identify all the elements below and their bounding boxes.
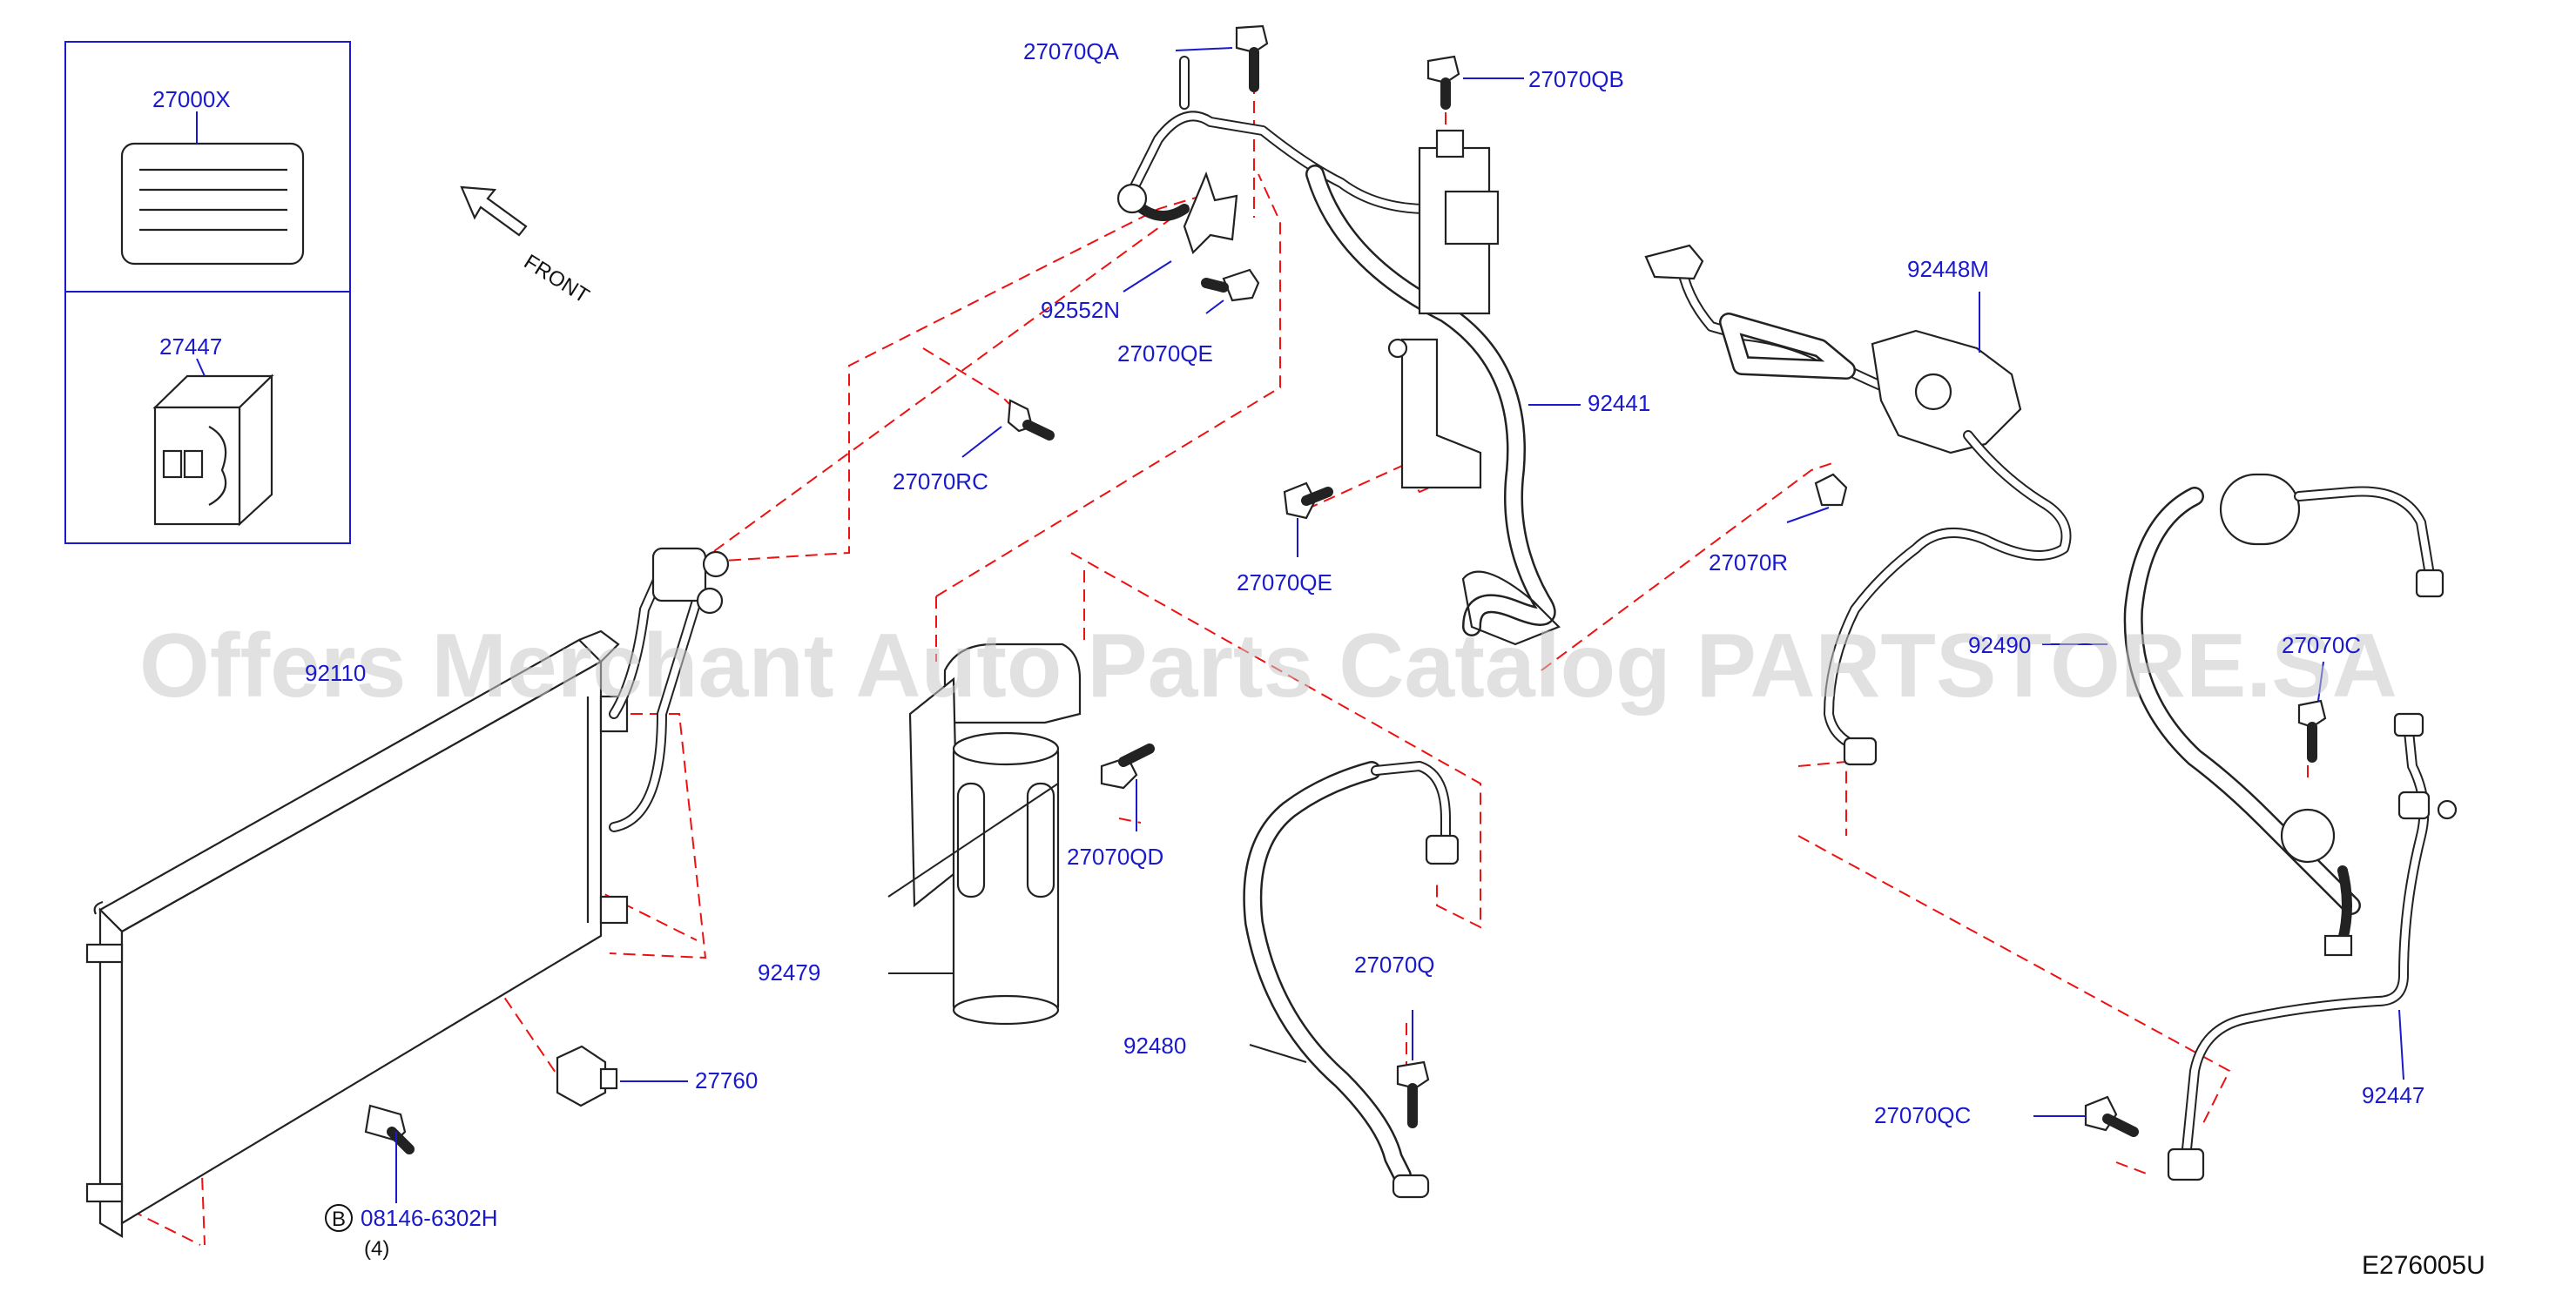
label-92479: 92479: [758, 959, 820, 986]
label-27070QE-upper: 27070QE: [1117, 340, 1213, 367]
label-27070QA: 27070QA: [1023, 38, 1120, 64]
bolt-27070QE-upper: [1201, 268, 1260, 302]
legend-box: [64, 41, 351, 544]
hose-92448M: [1644, 244, 2072, 766]
bolt-08146: [364, 1104, 415, 1154]
label-quantity: (4): [364, 1237, 389, 1261]
control-module-icon: [152, 373, 274, 527]
label-92447: 92447: [2362, 1082, 2424, 1108]
bolt-27070R: [1814, 473, 1848, 507]
label-27070QE-lower: 27070QE: [1237, 569, 1332, 596]
bolt-27070QD: [1100, 744, 1155, 790]
label-92552N: 92552N: [1041, 297, 1120, 323]
pressure-sensor: [556, 1045, 618, 1107]
label-27760: 27760: [695, 1067, 758, 1093]
label-27070QB: 27070QB: [1528, 66, 1624, 92]
label-92480: 92480: [1123, 1033, 1186, 1059]
bolt-badge-icon: [325, 1204, 353, 1232]
bolt-27070QA: [1235, 24, 1269, 92]
label-08146-6302H: 08146-6302H: [361, 1205, 498, 1231]
label-plate-icon: [120, 142, 305, 266]
label-27000X: 27000X: [152, 86, 231, 112]
diagram-reference: E276005U: [2362, 1251, 2485, 1280]
liquid-tank: [887, 643, 1082, 1026]
label-92448M: 92448M: [1907, 256, 1989, 282]
low-pressure-hose-92441: [1116, 56, 1561, 646]
flexible-hose-92480: [1243, 761, 1460, 1199]
hose-92490: [2123, 473, 2445, 957]
bolt-27070QC: [2084, 1095, 2139, 1137]
watermark-text: Offers Merchant Auto Parts Catalog PARTS…: [139, 616, 2397, 717]
label-27070Q: 27070Q: [1354, 952, 1435, 978]
label-27070R: 27070R: [1709, 549, 1788, 575]
label-27070RC: 27070RC: [893, 468, 988, 495]
front-arrow-icon: [460, 185, 528, 237]
label-27070QC: 27070QC: [1874, 1102, 1971, 1128]
bolt-27070QE-lower: [1283, 481, 1333, 520]
bolt-27070C: [2297, 699, 2327, 763]
label-92490: 92490: [1968, 632, 2031, 658]
bolt-27070QB: [1426, 55, 1460, 110]
label-27070QD: 27070QD: [1067, 844, 1163, 870]
label-92110: 92110: [305, 660, 366, 686]
label-bolt-badge: B: [332, 1208, 346, 1231]
bolt-27070Q: [1396, 1060, 1430, 1128]
label-27447: 27447: [159, 333, 222, 360]
label-92441: 92441: [1588, 390, 1650, 416]
label-27070C: 27070C: [2282, 632, 2361, 658]
condenser: [85, 547, 730, 1238]
bolt-27070RC: [1007, 399, 1055, 441]
pipe-92447: [2167, 712, 2458, 1181]
label-front: FRONT: [520, 250, 594, 308]
